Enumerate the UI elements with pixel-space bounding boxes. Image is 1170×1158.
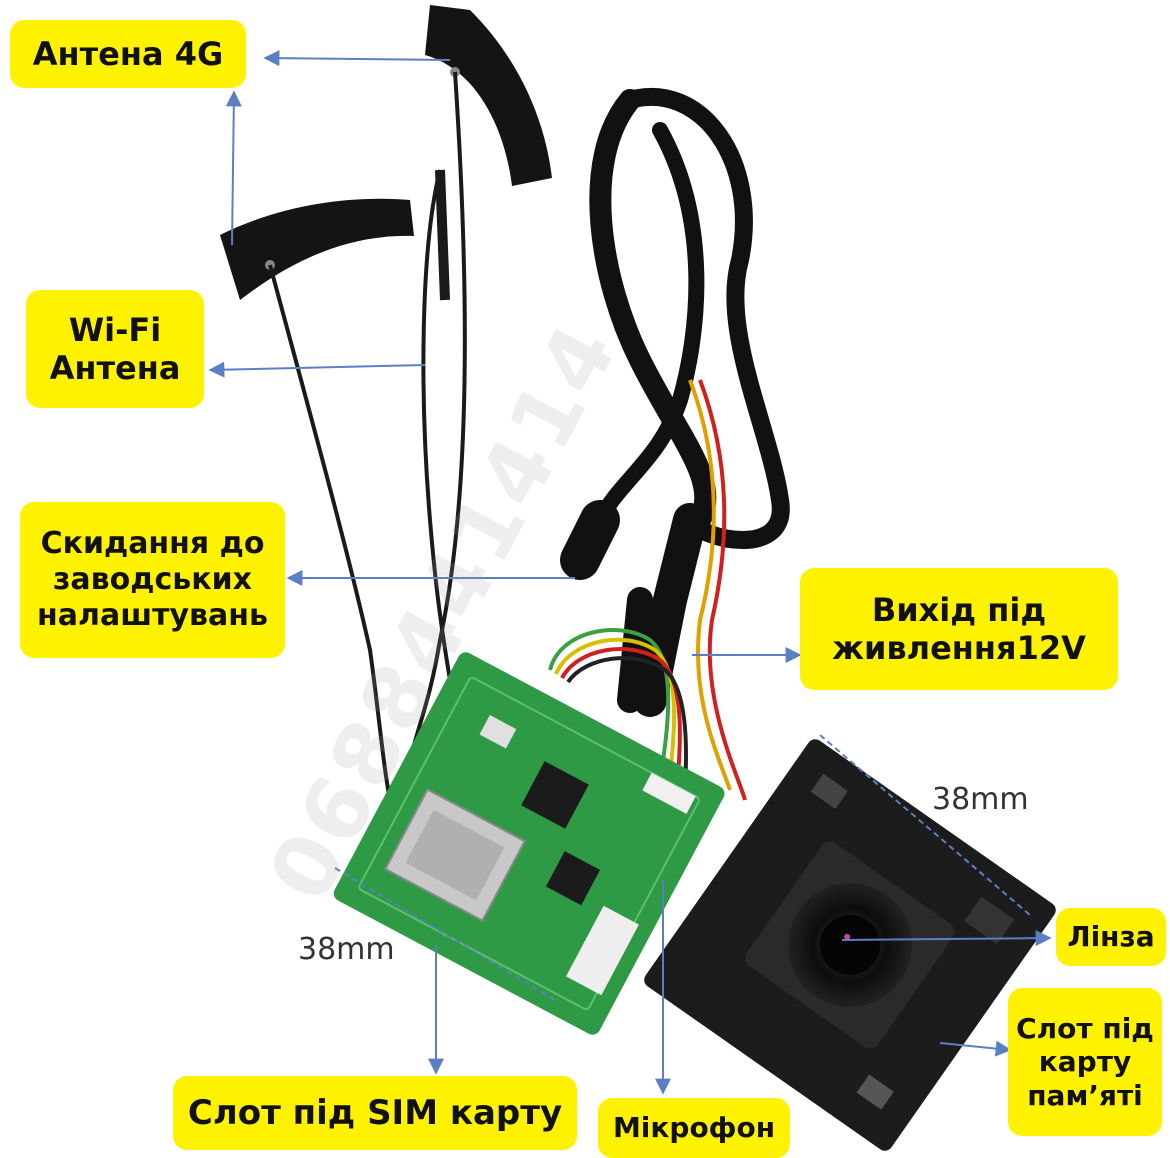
label-antenna-4g: Антена 4G: [10, 20, 246, 88]
label-wifi-antenna: Wi-Fi Антена: [26, 290, 204, 408]
label-power-output: Вихід під живлення12V: [800, 568, 1118, 690]
label-wifi-line2: Антена: [49, 349, 181, 387]
label-power-line1: Вихід під: [871, 590, 1047, 629]
dimension-lines: [334, 734, 1031, 1001]
label-microphone-text: Мікрофон: [612, 1111, 776, 1145]
label-sim-slot: Слот під SIM карту: [173, 1076, 577, 1150]
antenna-wires: [268, 71, 467, 821]
label-microphone: Мікрофон: [598, 1098, 790, 1158]
green-pcb-board: [333, 652, 725, 1035]
pointer-arrows: [208, 50, 1052, 1095]
label-sim-text: Слот під SIM карту: [187, 1092, 563, 1133]
label-antenna-4g-text: Антена 4G: [32, 34, 224, 73]
label-lens: Лінза: [1056, 908, 1166, 966]
label-memory-line2: карту: [1038, 1045, 1132, 1079]
antenna-wifi-strip: [220, 198, 414, 300]
camera-pcb-board: [644, 739, 1056, 1151]
label-wifi-line1: Wi-Fi: [68, 310, 162, 349]
label-reset-line2: заводських: [53, 562, 252, 597]
black-cables: [560, 87, 790, 717]
label-lens-text: Лінза: [1067, 920, 1155, 954]
dimension-left: 38mm: [298, 932, 395, 967]
colored-wires: [548, 379, 747, 801]
label-memory-card-slot: Слот під карту пам’яті: [1008, 988, 1162, 1136]
dimension-right: 38mm: [932, 782, 1029, 817]
label-power-line2: живлення12V: [832, 629, 1086, 667]
label-memory-line1: Слот під: [1016, 1011, 1154, 1045]
antenna-4g-strip: [425, 5, 552, 186]
label-reset-line3: налаштувань: [37, 598, 268, 633]
label-memory-line3: пам’яті: [1027, 1078, 1143, 1112]
label-reset-line1: Скидання до: [40, 526, 265, 561]
label-factory-reset: Скидання до заводських налаштувань: [20, 502, 285, 658]
